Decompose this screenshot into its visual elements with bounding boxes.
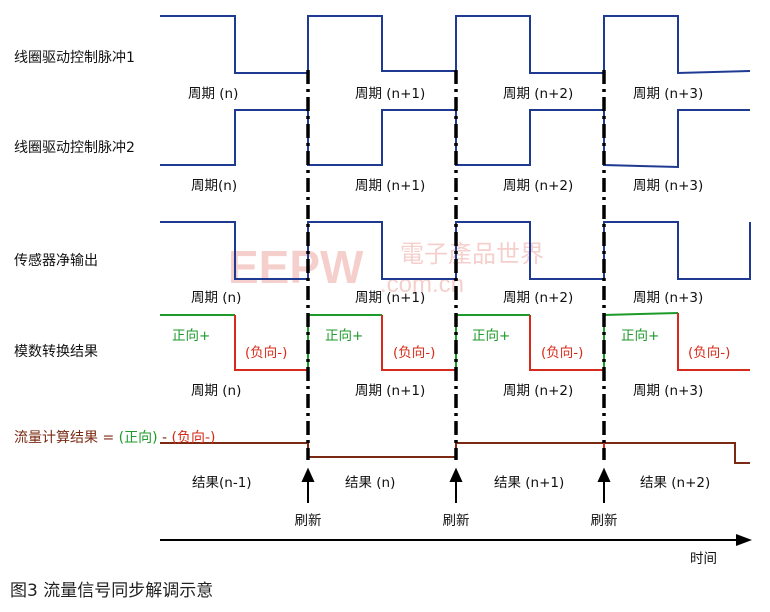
flow-label-positive: (正向) — [119, 430, 158, 446]
period-label: 周期 (n+3) — [633, 86, 703, 102]
time-axis-label: 时间 — [690, 551, 717, 567]
signal-name-pulse2: 线圈驱动控制脉冲2 — [14, 140, 135, 156]
flow-result-label: 结果 (n+1) — [494, 475, 564, 491]
period-label: 周期 (n+1) — [355, 178, 425, 194]
period-label: 周期 (n+3) — [633, 178, 703, 194]
arrow-up-icon — [301, 467, 315, 482]
adc-positive-label: 正向+ — [472, 328, 510, 344]
watermark-url: .com.cn — [380, 271, 464, 298]
refresh-markers — [301, 467, 611, 503]
flow-label-negative: (负向-) — [172, 430, 216, 446]
adc-negative-label: (负向-) — [541, 345, 583, 361]
time-axis — [160, 534, 752, 546]
signal-name-adc: 模数转换结果 — [14, 343, 98, 360]
sensor-output-waveform — [160, 221, 751, 280]
refresh-label-2: 刷新 — [443, 513, 470, 529]
signal-name-pulse1: 线圈驱动控制脉冲1 — [14, 50, 135, 66]
flow-label-prefix: 流量计算结果 = — [14, 430, 119, 446]
signal-name-sensor: 传感器净输出 — [14, 252, 98, 269]
pulse1-waveform — [160, 15, 751, 75]
flow-result-label: 结果 (n+2) — [640, 475, 710, 491]
period-label: 周期 (n) — [191, 383, 241, 399]
figure-caption: 图3 流量信号同步解调示意 — [10, 581, 213, 601]
refresh-label-3: 刷新 — [591, 513, 618, 529]
arrow-right-icon — [736, 534, 752, 546]
adc-negative-label: (负向-) — [245, 345, 287, 361]
watermark-cn: 電子產品世界 — [400, 240, 544, 268]
eepw-watermark: EEPW 電子產品世界 .com.cn — [228, 240, 544, 298]
watermark-logo: EEPW — [228, 241, 364, 293]
flow-result-label: 结果 (n) — [345, 475, 395, 491]
refresh-label-1: 刷新 — [295, 513, 322, 529]
period-label: 周期 (n+2) — [503, 290, 573, 306]
period-label: 周期 (n) — [191, 290, 241, 306]
period-label: 周期 (n+1) — [355, 86, 425, 102]
adc-positive-label: 正向+ — [172, 328, 210, 344]
period-label: 周期 (n+2) — [503, 383, 573, 399]
sync-lines — [306, 70, 606, 460]
adc-negative-label: (负向-) — [688, 345, 730, 361]
flow-label-sep: - — [158, 430, 172, 446]
period-label: 周期(n) — [191, 178, 237, 194]
adc-positive-label: 正向+ — [325, 328, 363, 344]
period-label: 周期 (n+3) — [633, 383, 703, 399]
adc-positive-label: 正向+ — [621, 328, 659, 344]
arrow-up-icon — [449, 467, 463, 482]
period-label: 周期 (n+3) — [633, 290, 703, 306]
adc-negative-label: (负向-) — [393, 345, 435, 361]
period-label: 周期 (n+2) — [503, 86, 573, 102]
period-label: 周期 (n+2) — [503, 178, 573, 194]
arrow-up-icon — [597, 467, 611, 482]
period-label: 周期 (n) — [188, 86, 238, 102]
flow-result-label: 结果(n-1) — [192, 475, 252, 491]
period-label: 周期 (n+1) — [355, 290, 425, 306]
period-label: 周期 (n+1) — [355, 383, 425, 399]
flow-formula-label: 流量计算结果 = (正向) - (负向-) — [14, 430, 216, 446]
